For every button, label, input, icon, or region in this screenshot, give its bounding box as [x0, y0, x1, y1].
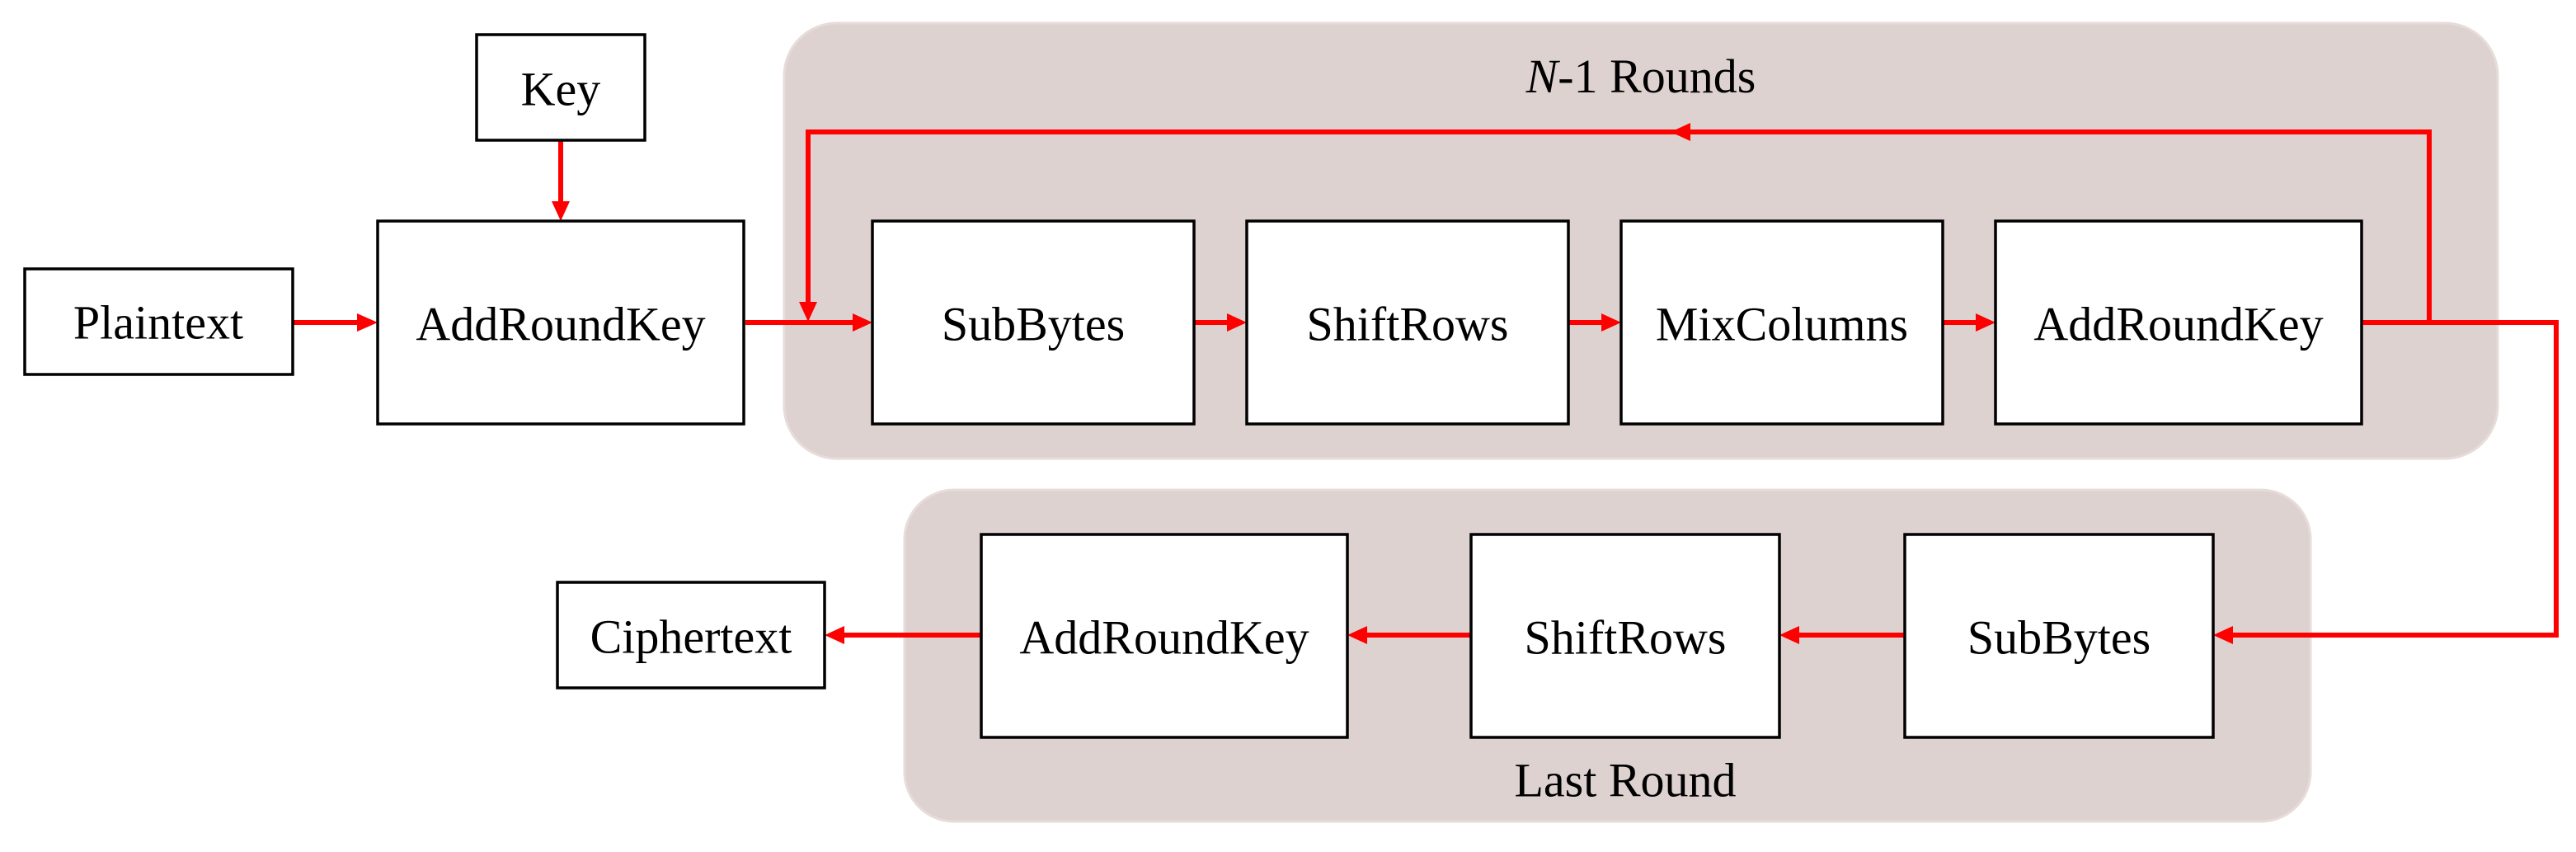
node-key: Key — [475, 33, 646, 142]
node-last-addroundkey-label: AddRoundKey — [1019, 611, 1309, 665]
arrowhead-shiftrows — [1227, 313, 1247, 332]
arrowhead-ciphertext — [825, 626, 844, 644]
node-ciphertext: Ciphertext — [556, 581, 826, 690]
arrowhead-last-addroundkey — [1347, 626, 1367, 644]
arrowhead-last-subbytes — [2213, 626, 2233, 644]
node-shiftrows-label: ShiftRows — [1307, 298, 1509, 351]
node-last-addroundkey: AddRoundKey — [980, 533, 1349, 739]
node-mixcolumns: MixColumns — [1619, 219, 1944, 426]
node-last-shiftrows-label: ShiftRows — [1525, 611, 1727, 665]
rounds-panel-title: N-1 Rounds — [1525, 49, 1756, 103]
arrowhead-plaintext — [357, 313, 378, 332]
arrowhead-loopback-mid — [1671, 123, 1690, 141]
node-round-addroundkey-label: AddRoundKey — [2033, 298, 2323, 351]
last-round-panel-title: Last Round — [1514, 754, 1736, 807]
node-subbytes: SubBytes — [871, 219, 1196, 426]
node-key-label: Key — [521, 63, 601, 116]
connectors — [293, 123, 2559, 644]
arrow-round-loopback — [806, 129, 2432, 325]
node-initial-addroundkey-label: AddRoundKey — [416, 298, 705, 351]
arrowhead-subbytes — [853, 313, 872, 332]
arrowhead-round-addroundkey — [1976, 313, 1995, 332]
node-round-addroundkey: AddRoundKey — [1994, 219, 2363, 426]
node-ciphertext-label: Ciphertext — [590, 610, 792, 664]
node-mixcolumns-label: MixColumns — [1656, 298, 1908, 351]
rounds-count-variable: N — [1525, 49, 1561, 103]
node-plaintext: Plaintext — [23, 267, 294, 376]
node-initial-addroundkey: AddRoundKey — [376, 219, 745, 426]
node-last-shiftrows: ShiftRows — [1469, 533, 1781, 739]
arrowhead-last-shiftrows — [1779, 626, 1799, 644]
node-plaintext-label: Plaintext — [73, 296, 243, 350]
arrowhead-mixcolumns — [1601, 313, 1621, 332]
node-last-subbytes: SubBytes — [1903, 533, 2215, 739]
rounds-title-suffix: -1 Rounds — [1558, 49, 1756, 103]
node-shiftrows: ShiftRows — [1245, 219, 1570, 426]
arrowhead-key — [552, 201, 570, 221]
node-subbytes-label: SubBytes — [942, 298, 1125, 351]
arrowhead-loopback-down — [799, 302, 817, 322]
node-last-subbytes-label: SubBytes — [1967, 611, 2151, 665]
arrow-rounds-to-last-round — [2231, 320, 2559, 638]
